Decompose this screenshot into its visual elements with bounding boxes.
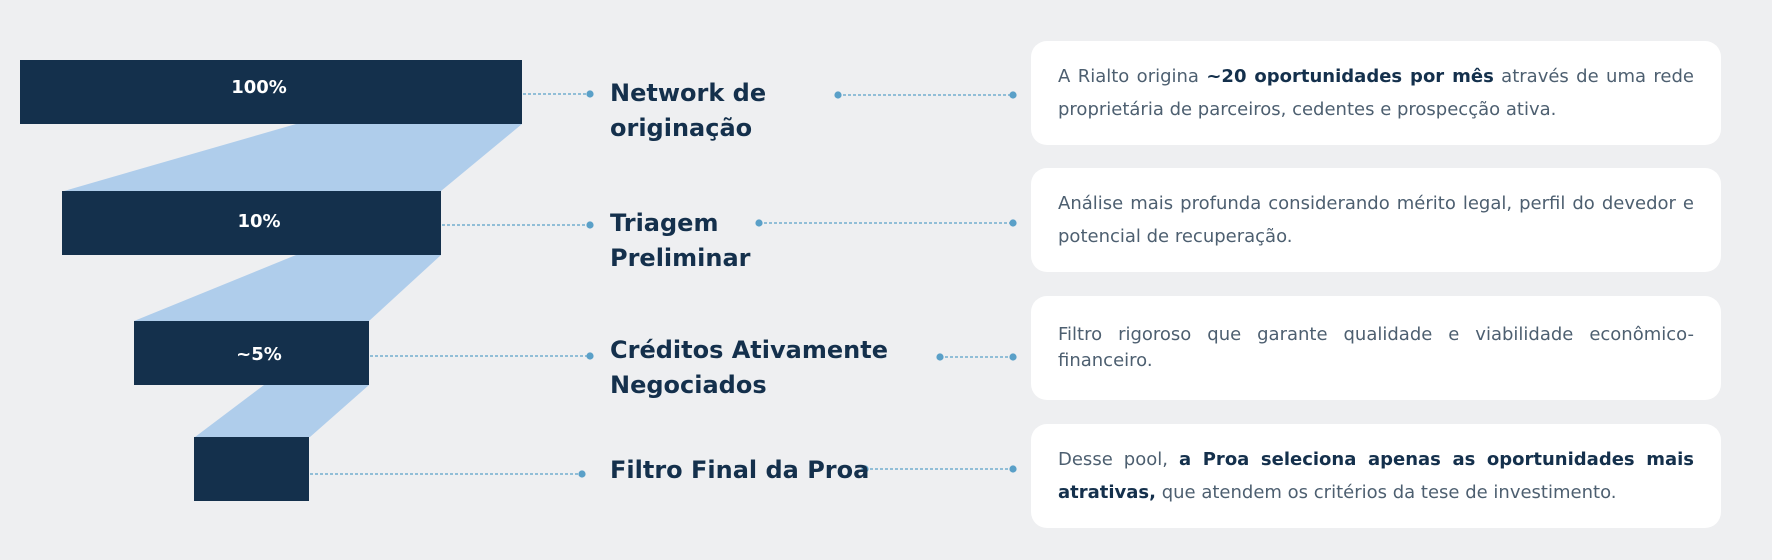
description-card-3-text: Filtro rigoroso que garante qualidade e … xyxy=(1058,322,1694,374)
funnel-bar-4 xyxy=(194,437,309,501)
funnel-bar-2 xyxy=(62,191,441,255)
description-card-3: Filtro rigoroso que garante qualidade e … xyxy=(1031,296,1721,400)
description-card-4-text: Desse pool, a Proa seleciona apenas as o… xyxy=(1058,443,1694,509)
description-card-2: Análise mais profunda considerando mérit… xyxy=(1031,168,1721,272)
stage-title-4-line1: Filtro Final da Proa xyxy=(610,456,870,484)
funnel-bar-1 xyxy=(20,60,522,124)
description-card-1-text: A Rialto origina ~20 oportunidades por m… xyxy=(1058,60,1694,126)
funnel-bar-label-1: 100% xyxy=(231,77,287,98)
description-card-1: A Rialto origina ~20 oportunidades por m… xyxy=(1031,41,1721,145)
funnel-bar-3 xyxy=(134,321,369,385)
stage-title-2-line1: Triagem xyxy=(610,209,719,237)
funnel-bar-label-2: 10% xyxy=(237,211,280,232)
description-card-4: Desse pool, a Proa seleciona apenas as o… xyxy=(1031,424,1721,528)
stage-title-2: Triagem Preliminar xyxy=(610,206,751,276)
stage-title-3: Créditos Ativamente Negociados xyxy=(610,333,888,403)
card-3-text-pre: Filtro rigoroso que garante qualidade e … xyxy=(1058,324,1694,371)
card-4-text-post: que atendem os critérios da tese de inve… xyxy=(1155,482,1617,503)
stage-title-4: Filtro Final da Proa xyxy=(610,453,869,488)
funnel-ribbon-2 xyxy=(134,255,441,321)
connectors-left xyxy=(310,90,594,478)
stage-title-3-line1: Créditos Ativamente xyxy=(610,336,888,364)
stage-title-1: Network de originação xyxy=(610,76,766,146)
stage-title-2-line2: Preliminar xyxy=(610,244,751,272)
connectors-right xyxy=(755,91,1017,473)
card-1-text-bold: ~20 oportunidades por mês xyxy=(1206,66,1494,87)
stage-title-3-line2: Negociados xyxy=(610,371,767,399)
card-2-text-pre: Análise mais profunda considerando mérit… xyxy=(1058,193,1694,247)
stage-title-1-line1: Network de xyxy=(610,79,767,107)
description-card-2-text: Análise mais profunda considerando mérit… xyxy=(1058,187,1694,253)
funnel-bar-label-3: ~5% xyxy=(236,344,282,365)
funnel-ribbon-3 xyxy=(195,385,369,437)
card-1-text-post: através de uma rede proprietária de parc… xyxy=(1058,66,1694,120)
funnel-ribbon-1 xyxy=(64,124,522,191)
card-4-text-pre: Desse pool, xyxy=(1058,449,1180,470)
card-1-text-pre: A Rialto origina xyxy=(1058,66,1207,87)
stage-title-1-line2: originação xyxy=(610,114,753,142)
card-4-text-bold: a Proa seleciona apenas as oportunidades… xyxy=(1058,449,1694,503)
